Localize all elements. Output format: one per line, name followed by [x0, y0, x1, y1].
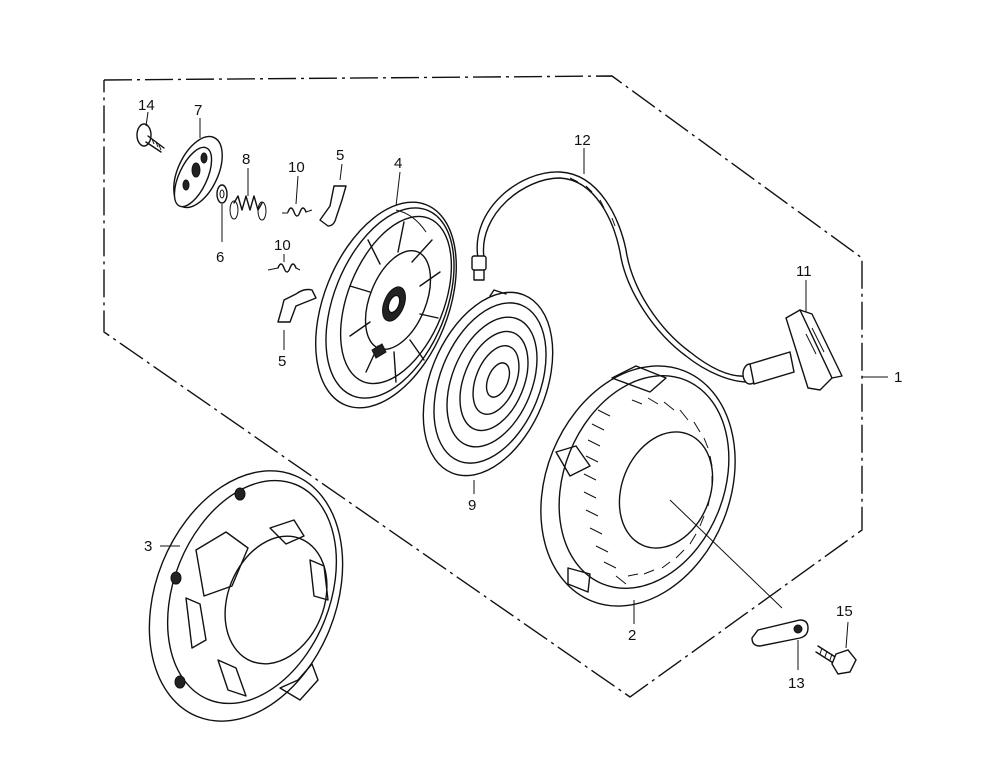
assembly-boundary	[103, 75, 888, 698]
callout-9: 9	[468, 497, 476, 514]
callout-6: 6	[216, 249, 224, 266]
part-5-pawl-lower	[277, 288, 317, 323]
part-15-flange-bolt	[815, 645, 857, 675]
callout-labels: 14 7 8 6 10 5 4 10 5 12 11 1 9 3 2 15 13	[138, 97, 902, 692]
leader-lines	[145, 111, 849, 670]
callout-15: 15	[836, 603, 853, 620]
callout-10-upper: 10	[288, 159, 305, 176]
part-5-pawl-upper	[319, 185, 347, 227]
part-6-washer	[216, 184, 228, 204]
callout-10-lower: 10	[274, 237, 291, 254]
callout-2: 2	[628, 627, 636, 644]
part-10-spring-upper	[282, 207, 313, 217]
part-2-starter-case	[540, 365, 783, 609]
part-8-spring	[229, 195, 267, 221]
part-10-spring-lower	[267, 263, 301, 273]
callout-12: 12	[574, 132, 591, 149]
callout-5-lower: 5	[278, 353, 286, 370]
callout-11: 11	[796, 263, 812, 280]
part-12-starter-rope	[471, 171, 749, 383]
callout-14: 14	[138, 97, 155, 114]
callout-7: 7	[194, 102, 202, 119]
callout-5-upper: 5	[336, 147, 344, 164]
part-7-ratchet-plate	[173, 135, 223, 209]
part-11-grip-handle	[742, 309, 843, 391]
part-13-clip	[751, 619, 809, 647]
part-3-fan-cover	[148, 470, 344, 722]
callout-4: 4	[394, 155, 402, 172]
callout-8: 8	[242, 151, 250, 168]
part-4-pulley-reel	[315, 201, 457, 409]
callout-1: 1	[894, 369, 902, 386]
callout-3: 3	[144, 538, 152, 555]
part-9-recoil-spring	[422, 289, 554, 477]
callout-13: 13	[788, 675, 805, 692]
part-14-bolt	[136, 123, 165, 153]
